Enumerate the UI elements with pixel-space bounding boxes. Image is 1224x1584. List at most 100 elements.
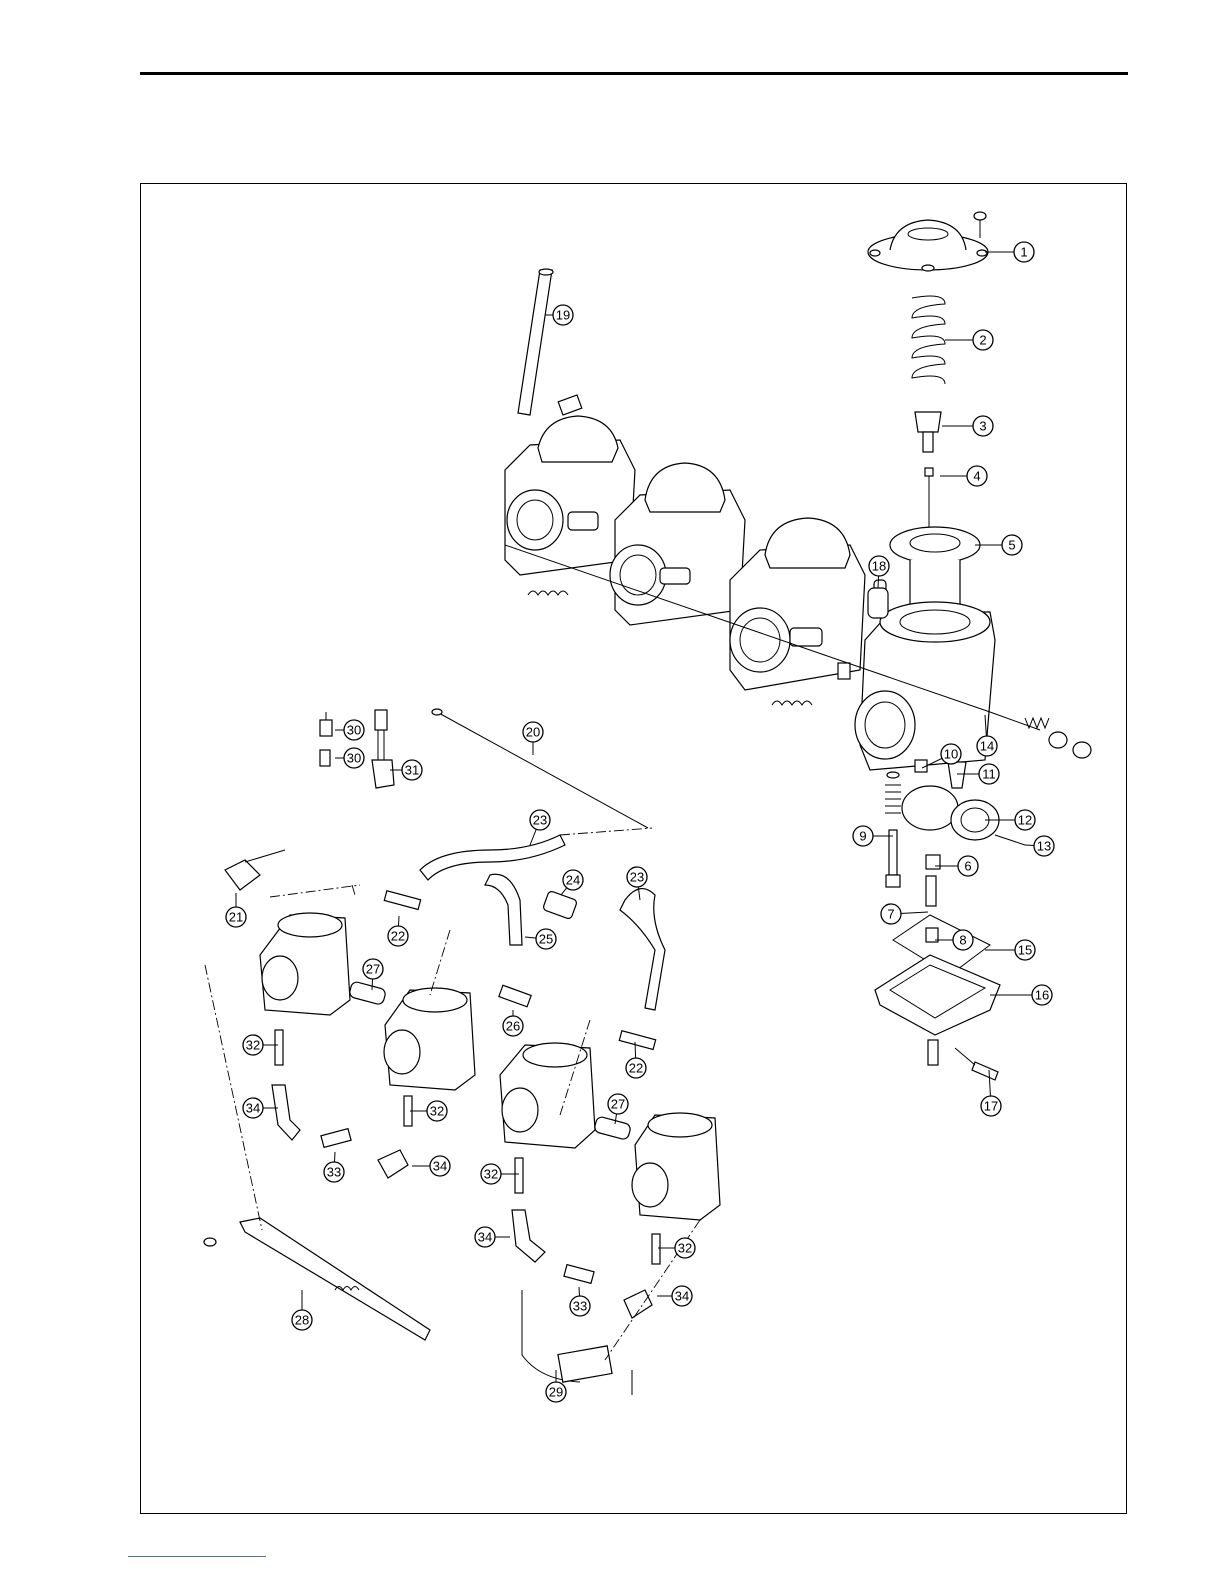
callout-number: 34: [433, 1159, 447, 1174]
vent-hose: [518, 269, 553, 415]
callout-c25: 25: [536, 929, 556, 949]
callout-number: 19: [556, 308, 570, 323]
callout-number: 3: [979, 419, 986, 434]
callout-number: 13: [1037, 839, 1051, 854]
callout-number: 17: [984, 1099, 998, 1114]
callout-c15: 15: [1015, 940, 1035, 960]
callout-c27: 27: [363, 959, 383, 979]
callout-number: 9: [859, 829, 866, 844]
callout-c21: 21: [226, 907, 246, 927]
callout-c11: 11: [979, 764, 999, 784]
callout-c18: 18: [869, 556, 889, 576]
callout-c22: 22: [388, 926, 408, 946]
sensor-30-upper: [320, 712, 332, 736]
callout-c5: 5: [1002, 535, 1022, 555]
callout-c17: 17: [981, 1096, 1001, 1116]
lower-carb-2: [384, 988, 475, 1090]
callout-c32b: 32: [427, 1101, 447, 1121]
needle-holder: [915, 412, 941, 452]
callout-number: 15: [1018, 943, 1032, 958]
callout-number: 12: [1018, 813, 1032, 828]
hose-25: [485, 874, 522, 945]
callout-number: 14: [980, 739, 994, 754]
callout-number: 5: [1008, 538, 1015, 553]
callout-number: 11: [982, 767, 996, 782]
callout-c6: 6: [958, 856, 978, 876]
callout-c13: 13: [1034, 836, 1054, 856]
callout-number: 21: [229, 910, 243, 925]
callout-number: 8: [959, 933, 966, 948]
callout-c34d: 34: [672, 1286, 692, 1306]
fuel-hose-23-left: [420, 835, 565, 880]
drain-screw: [955, 1048, 998, 1080]
callout-c32c: 32: [481, 1164, 501, 1184]
fitting-26: [499, 985, 531, 1007]
float-assembly: [902, 786, 1025, 845]
callout-c22b: 22: [626, 1058, 646, 1078]
callout-number: 20: [526, 725, 540, 740]
callout-number: 18: [872, 559, 886, 574]
callout-c1: 1: [1014, 242, 1034, 262]
callout-number: 6: [964, 859, 971, 874]
callout-number: 10: [944, 747, 958, 762]
callout-number: 33: [327, 1165, 341, 1180]
main-jet-parts: [926, 855, 940, 942]
callout-number: 23: [630, 870, 644, 885]
callout-c14: 14: [977, 736, 997, 756]
callout-c7: 7: [881, 904, 901, 924]
callout-number: 32: [678, 1241, 692, 1256]
callout-c32a: 32: [243, 1035, 263, 1055]
callout-c16: 16: [1032, 985, 1052, 1005]
callout-number: 33: [573, 1299, 587, 1314]
callout-c24: 24: [563, 870, 583, 890]
callout-number: 32: [484, 1167, 498, 1182]
tee-joints-33: [321, 1129, 594, 1284]
top-cap: [868, 220, 988, 271]
lower-carb-4: [632, 1113, 720, 1220]
callout-c20: 20: [523, 722, 543, 742]
callout-number: 22: [391, 929, 405, 944]
callout-c34c: 34: [475, 1227, 495, 1247]
sensor-31: [372, 710, 394, 788]
callout-c3: 3: [973, 416, 993, 436]
cap-screw: [974, 212, 986, 238]
callout-c2: 2: [973, 330, 993, 350]
callout-c23: 23: [530, 810, 550, 830]
sensor-30-lower: [320, 750, 330, 766]
callout-number: 34: [675, 1289, 689, 1304]
spring: [912, 296, 945, 384]
callout-c28: 28: [292, 1310, 312, 1330]
callout-number: 23: [533, 813, 547, 828]
callout-c26: 26: [503, 1016, 523, 1036]
callout-number: 28: [295, 1313, 309, 1328]
jet-needle: [925, 468, 933, 535]
fuel-hose-23-right: [620, 889, 665, 1010]
callout-c30b: 30: [344, 748, 364, 768]
plug-18: [868, 588, 888, 618]
callout-c29: 29: [546, 1382, 566, 1402]
plate-28: [204, 1218, 430, 1340]
callout-c31: 31: [402, 760, 422, 780]
callout-c33b: 33: [570, 1296, 590, 1316]
callout-c9: 9: [853, 826, 873, 846]
bracket-21: [225, 850, 285, 890]
lower-carb-3: [500, 1043, 595, 1148]
callout-c19: 19: [553, 305, 573, 325]
callout-number: 2: [979, 333, 986, 348]
lower-carb-1: [260, 913, 350, 1015]
diaphragm-piston: [890, 527, 980, 605]
float-bowl: [875, 955, 1000, 1065]
callout-number: 16: [1035, 988, 1049, 1003]
callout-number: 30: [347, 751, 361, 766]
callout-number: 31: [405, 763, 419, 778]
pilot-jet-stack: [885, 772, 901, 887]
callout-number: 24: [566, 873, 580, 888]
callout-number: 34: [478, 1230, 492, 1245]
callout-number: 25: [539, 932, 553, 947]
callout-c34b: 34: [430, 1156, 450, 1176]
callout-c32d: 32: [675, 1238, 695, 1258]
callout-number: 30: [347, 723, 361, 738]
carburetor-body-3: [730, 518, 865, 690]
callout-c33a: 33: [324, 1162, 344, 1182]
